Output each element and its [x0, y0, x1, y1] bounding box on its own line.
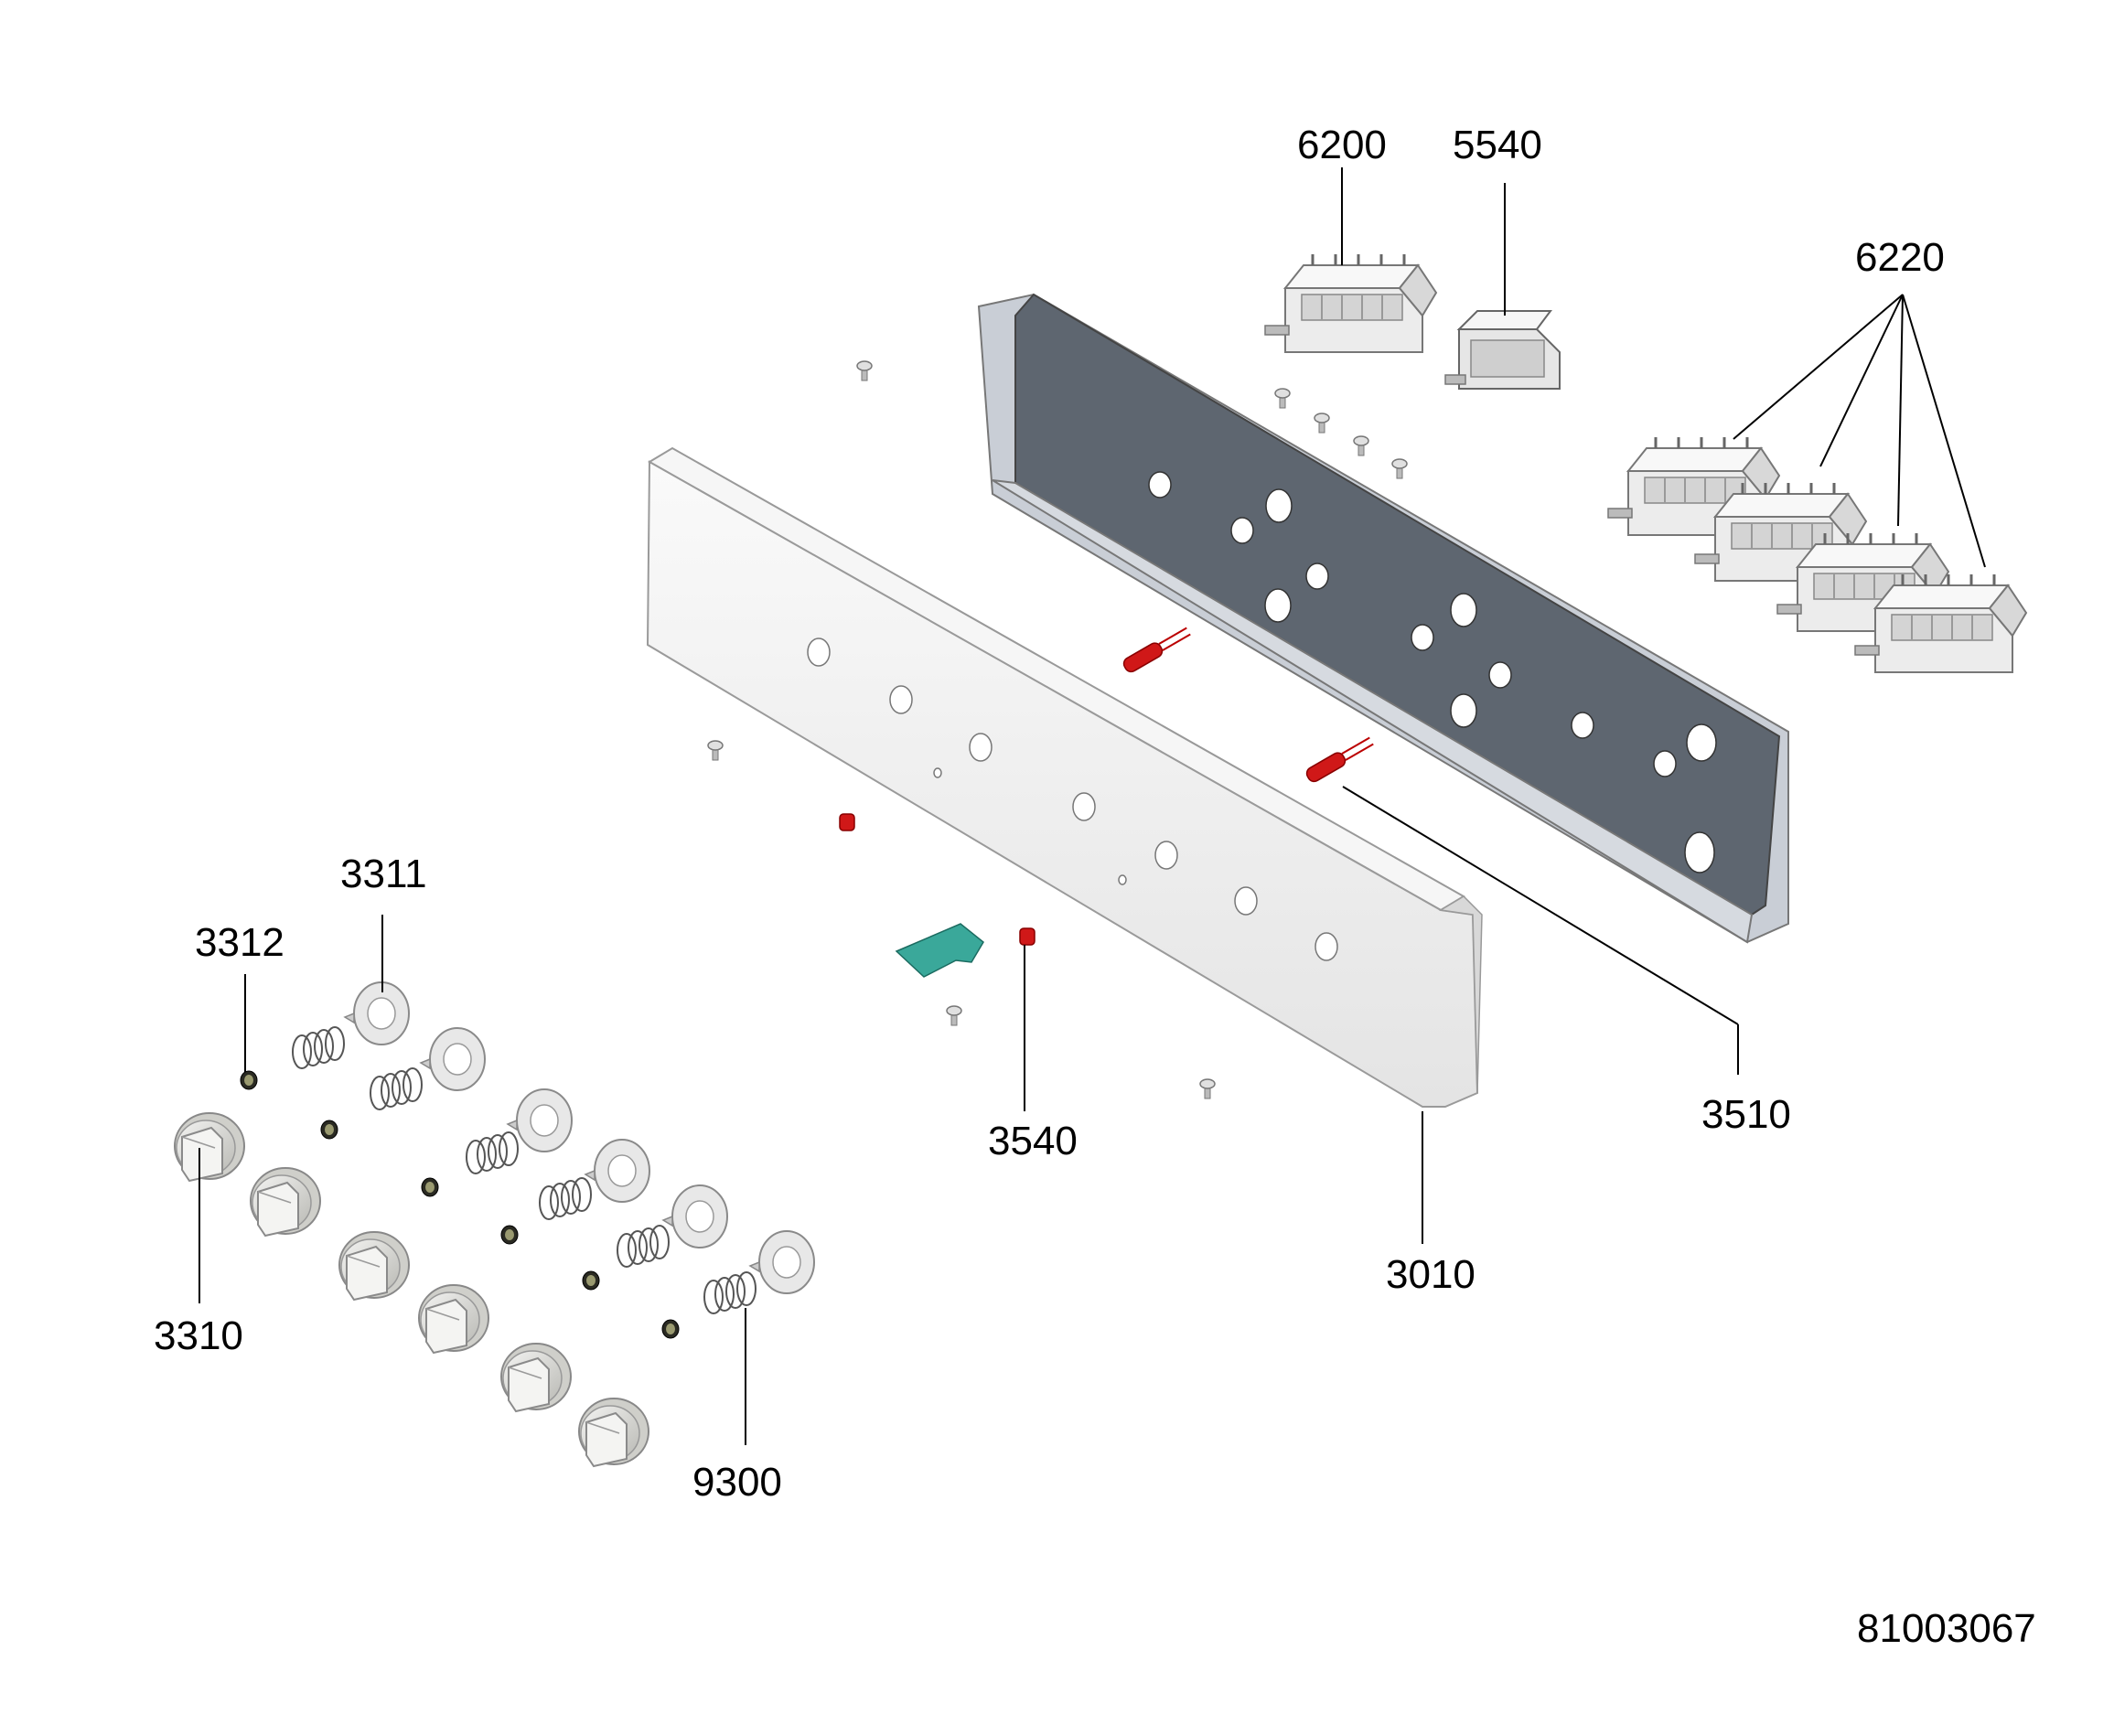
label-3010: 3010: [1386, 1252, 1476, 1297]
label-3510: 3510: [1701, 1092, 1791, 1137]
label-6220: 6220: [1855, 235, 1945, 280]
switch-6200: [1263, 252, 1438, 354]
back-control-panel: [977, 293, 1789, 944]
indicator-lamp-group: [839, 627, 1374, 946]
mounting-bracket: [895, 923, 984, 978]
thermostat-5540: [1444, 310, 1561, 390]
front-fascia-panel: [646, 446, 1483, 1108]
label-5540: 5540: [1453, 123, 1542, 167]
leader-lines: [199, 167, 1986, 1445]
label-3311: 3311: [340, 852, 427, 896]
switch-6220-group: [1606, 435, 2028, 674]
label-9300: 9300: [692, 1460, 782, 1505]
label-6200: 6200: [1297, 123, 1387, 167]
label-3310: 3310: [154, 1313, 243, 1358]
drawing-number: 81003067: [1857, 1606, 2036, 1651]
label-3540: 3540: [988, 1119, 1078, 1163]
label-3312: 3312: [195, 920, 284, 965]
knob-assembly-group: [174, 981, 815, 1467]
